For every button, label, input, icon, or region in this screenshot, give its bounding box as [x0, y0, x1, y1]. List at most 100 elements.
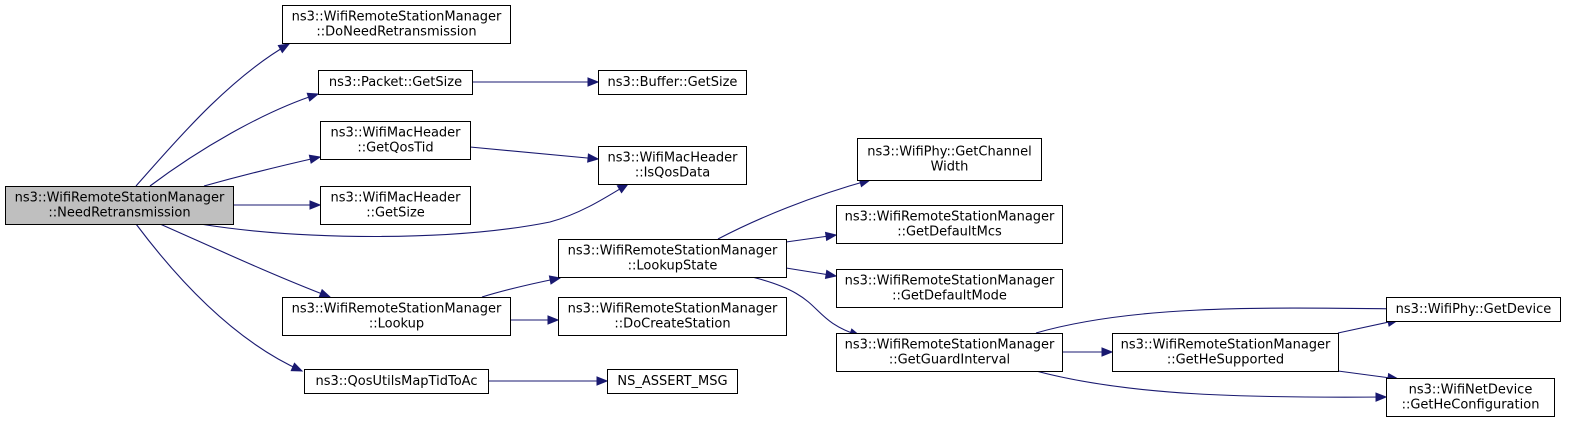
node-label-line: ns3::QosUtilsMapTidToAc [316, 374, 478, 389]
node-label-line: ::GetDefaultMode [892, 289, 1007, 304]
node-box [836, 205, 1063, 244]
node-label-line: ::GetQosTid [357, 141, 433, 156]
edge-lookupstate-to-defmcs [785, 231, 838, 243]
arrowhead [587, 77, 600, 87]
node-label-line: ns3::WifiMacHeader [330, 191, 461, 206]
node-label-line: ns3::Packet::GetSize [329, 75, 462, 90]
node-label-line: ::LookupState [628, 259, 718, 274]
node-box [607, 369, 738, 394]
node-label-line: ns3::WifiPhy::GetChannel [867, 145, 1032, 160]
node-label-line: ::NeedRetransmission [48, 206, 190, 221]
node-docreatestation[interactable]: ns3::WifiRemoteStationManager::DoCreateS… [558, 297, 787, 336]
node-label-line: ns3::WifiNetDevice [1409, 383, 1533, 398]
node-box [1112, 333, 1339, 372]
node-packet-getsize[interactable]: ns3::Packet::GetSize [318, 70, 473, 95]
arrowhead [277, 43, 291, 54]
node-label-line: ns3::WifiMacHeader [330, 126, 461, 141]
node-getqostid[interactable]: ns3::WifiMacHeader::GetQosTid [320, 121, 471, 160]
node-getheconfiguration[interactable]: ns3::WifiNetDevice::GetHeConfiguration [1386, 378, 1555, 417]
arrowhead [824, 269, 838, 280]
node-label-line: ::DoCreateStation [614, 317, 730, 332]
edge-line [199, 183, 629, 238]
node-getdefaultmcs[interactable]: ns3::WifiRemoteStationManager::GetDefaul… [836, 205, 1063, 244]
node-box [282, 297, 511, 336]
arrowhead [309, 200, 322, 210]
edge-line [1035, 307, 1399, 334]
arrowhead [616, 183, 630, 194]
arrowhead [587, 153, 600, 163]
edge-root-to-qosmap [135, 223, 304, 372]
node-box [304, 369, 489, 394]
node-box [598, 146, 747, 185]
node-label-line: ns3::WifiRemoteStationManager [292, 302, 502, 317]
node-label-line: NS_ASSERT_MSG [617, 374, 727, 389]
node-label-line: ns3::WifiRemoteStationManager [292, 10, 502, 25]
arrowhead [1101, 347, 1114, 357]
edge-line [481, 277, 561, 298]
node-label-line: ::GetSize [366, 206, 425, 221]
node-box [1386, 378, 1555, 417]
edge-line [135, 223, 303, 372]
node-getguardinterval[interactable]: ns3::WifiRemoteStationManager::GetGuardI… [836, 333, 1063, 372]
node-label-line: ns3::WifiRemoteStationManager [845, 338, 1055, 353]
node-doneedretransmission[interactable]: ns3::WifiRemoteStationManager::DoNeedRet… [282, 5, 511, 44]
arrowhead [547, 315, 560, 325]
arrowhead [318, 288, 332, 298]
node-box [320, 186, 471, 225]
edge-line [203, 156, 321, 187]
edge-line [1035, 370, 1387, 398]
node-box [598, 70, 747, 95]
node-box [320, 121, 471, 160]
arrowhead [290, 362, 304, 372]
node-root-needretransmission[interactable]: ns3::WifiRemoteStationManager::NeedRetra… [5, 186, 234, 225]
edge-line [149, 93, 319, 187]
edge-qosmap-to-assert [488, 376, 609, 386]
arrowhead [306, 92, 320, 102]
node-box [1386, 297, 1561, 322]
edge-lookupstate-to-defmode [785, 267, 838, 280]
node-wifimacheader-getsize[interactable]: ns3::WifiMacHeader::GetSize [320, 186, 471, 225]
edge-lookup-to-docreate [510, 315, 560, 325]
edge-guard-to-hesup [1062, 347, 1114, 357]
edge-root-to-hdrsize [233, 200, 322, 210]
node-label-line: ::Lookup [369, 317, 424, 332]
node-box [282, 5, 511, 44]
node-label-line: ns3::WifiMacHeader [607, 151, 738, 166]
node-label-line: ns3::WifiPhy::GetDevice [1396, 302, 1552, 317]
nodes-layer: ns3::WifiRemoteStationManager::NeedRetra… [5, 5, 1561, 417]
arrowhead [824, 231, 838, 242]
node-ns-assert-msg[interactable]: NS_ASSERT_MSG [607, 369, 738, 394]
node-gethesupported[interactable]: ns3::WifiRemoteStationManager::GetHeSupp… [1112, 333, 1339, 372]
node-label-line: ns3::WifiRemoteStationManager [845, 274, 1055, 289]
node-label-line: ::GetHeSupported [1167, 353, 1284, 368]
node-box [558, 297, 787, 336]
node-wifiphy-getdevice[interactable]: ns3::WifiPhy::GetDevice [1386, 297, 1561, 322]
node-label-line: ::GetGuardInterval [889, 353, 1010, 368]
arrowhead [548, 275, 562, 285]
arrowhead [596, 376, 609, 386]
edge-root-to-qostid [203, 154, 322, 187]
arrowhead [1375, 392, 1388, 402]
node-buffer-getsize[interactable]: ns3::Buffer::GetSize [598, 70, 747, 95]
node-label-line: ::IsQosData [635, 166, 710, 181]
node-box [558, 239, 787, 278]
node-box [318, 70, 473, 95]
node-getdefaultmode[interactable]: ns3::WifiRemoteStationManager::GetDefaul… [836, 269, 1063, 308]
node-lookup[interactable]: ns3::WifiRemoteStationManager::Lookup [282, 297, 511, 336]
node-label-line: ::GetHeConfiguration [1402, 398, 1540, 413]
node-label-line: ::DoNeedRetransmission [316, 25, 476, 40]
edge-pktsize-to-bufsize [472, 77, 600, 87]
edge-line [751, 276, 861, 337]
edge-root-to-pktsize [149, 92, 320, 187]
node-lookupstate[interactable]: ns3::WifiRemoteStationManager::LookupSta… [558, 239, 787, 278]
node-label-line: ns3::WifiRemoteStationManager [845, 210, 1055, 225]
node-label-line: ns3::WifiRemoteStationManager [568, 244, 778, 259]
edges-layer [135, 43, 1400, 402]
node-isqosdata[interactable]: ns3::WifiMacHeader::IsQosData [598, 146, 747, 185]
node-box [857, 138, 1042, 181]
edge-qostid-to-isqos [469, 146, 600, 163]
node-label-line: ::GetDefaultMcs [897, 225, 1002, 240]
node-qosutilsmaptidtoac[interactable]: ns3::QosUtilsMapTidToAc [304, 369, 489, 394]
